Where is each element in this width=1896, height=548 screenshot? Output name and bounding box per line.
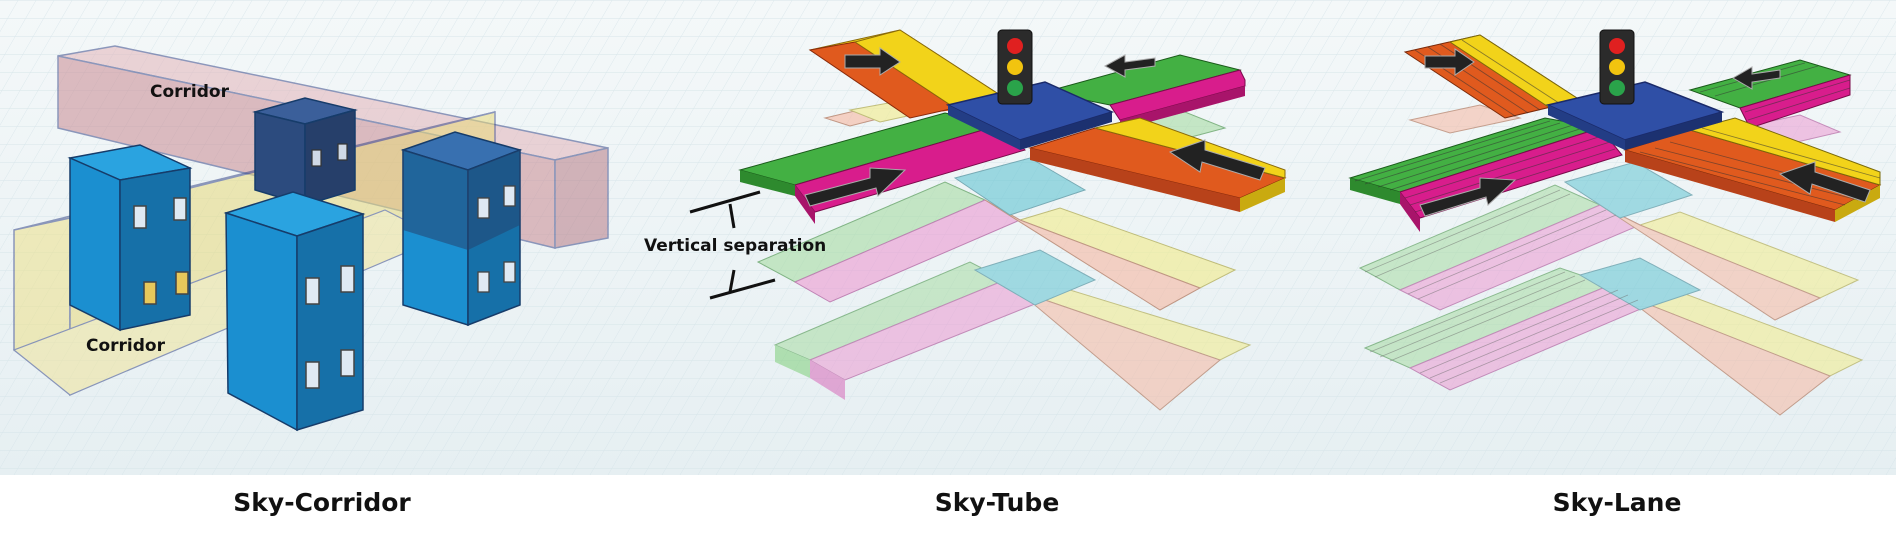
vertical-separation-label: Vertical separation: [644, 236, 826, 256]
building-left: [67, 144, 193, 332]
sky-lane-panel: [1348, 29, 1882, 416]
diagram-scene: Corridor Corridor: [0, 0, 1896, 475]
corridor-label-upper: Corridor: [150, 82, 230, 102]
sky-corridor-panel: Corridor Corridor: [12, 45, 609, 432]
corridor-label-lower: Corridor: [86, 336, 166, 356]
traffic-light-icon: [1599, 29, 1635, 105]
vertical-separation-marker: [689, 190, 776, 300]
caption-sky-corridor: Sky-Corridor: [233, 488, 411, 517]
building-right: [400, 131, 523, 327]
sky-tube-panel: Vertical separation: [644, 29, 1287, 411]
caption-sky-tube: Sky-Tube: [934, 488, 1060, 517]
lane-stripes-top: [1354, 39, 1881, 213]
lower-layer-bottom: [773, 249, 1252, 411]
lane-top-layer: [1348, 29, 1882, 232]
building-front: [223, 191, 366, 432]
lane-stripes-lower: [1364, 189, 1639, 384]
top-layer: [738, 29, 1287, 224]
building-center-back: [252, 97, 358, 207]
lower-layer-middle: [756, 99, 1237, 311]
caption-sky-lane: Sky-Lane: [1552, 488, 1682, 517]
traffic-light-icon: [997, 29, 1033, 105]
